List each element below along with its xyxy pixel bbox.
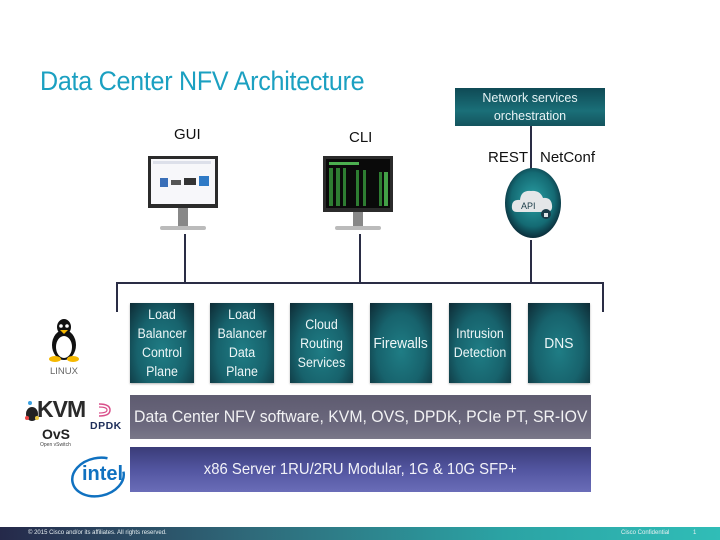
api-connector: [530, 240, 532, 284]
ovs-logo: OvS: [42, 426, 71, 442]
kvm-logo: KVM: [37, 396, 86, 422]
orchestration-box: Network services orchestration: [455, 88, 605, 126]
service-cloud-routing: Cloud Routing Services: [290, 303, 353, 383]
cli-connector: [359, 234, 361, 284]
service-load-balancer-data-plane: Load Balancer Data Plane: [210, 303, 274, 383]
cli-monitor-icon: [321, 156, 397, 239]
gui-monitor-icon: [146, 156, 222, 239]
confidential-text: Cisco Confidential: [621, 530, 670, 536]
ovs-sub-label: Open vSwitch: [40, 442, 71, 448]
copyright-text: © 2015 Cisco and/or its affiliates. All …: [28, 530, 167, 536]
orchestration-connector: [530, 126, 532, 170]
hardware-layer-bar: x86 Server 1RU/2RU Modular, 1G & 10G SFP…: [130, 447, 591, 492]
software-layer-bar: Data Center NFV software, KVM, OVS, DPDK…: [130, 395, 591, 439]
footer-bar: © 2015 Cisco and/or its affiliates. All …: [0, 527, 720, 540]
gui-connector: [184, 234, 186, 284]
rest-label: REST: [488, 149, 529, 166]
netconf-label: NetConf: [540, 149, 596, 166]
service-firewalls: Firewalls: [370, 303, 432, 383]
service-load-balancer-control-plane: Load Balancer Control Plane: [130, 303, 194, 383]
api-label: API: [521, 201, 536, 211]
bus-right-end: [602, 282, 604, 312]
linux-tux-icon: [49, 317, 79, 368]
page-number: 1: [693, 530, 697, 536]
service-intrusion-detection: Intrusion Detection: [449, 303, 511, 383]
dpdk-logo: DPDK: [90, 420, 122, 432]
bus-line: [116, 282, 604, 284]
api-cloud-icon: [503, 166, 563, 247]
page-title: Data Center NFV Architecture: [40, 66, 365, 96]
intel-swoosh-icon: [70, 453, 126, 506]
gui-label: GUI: [174, 126, 201, 143]
linux-label: LINUX: [50, 366, 78, 377]
bus-left-end: [116, 282, 118, 312]
dpdk-icon: [96, 402, 112, 423]
service-dns: DNS: [528, 303, 590, 383]
kvm-tux-icon: [24, 400, 40, 422]
intel-logo: intel: [82, 463, 124, 485]
cli-label: CLI: [349, 129, 373, 146]
